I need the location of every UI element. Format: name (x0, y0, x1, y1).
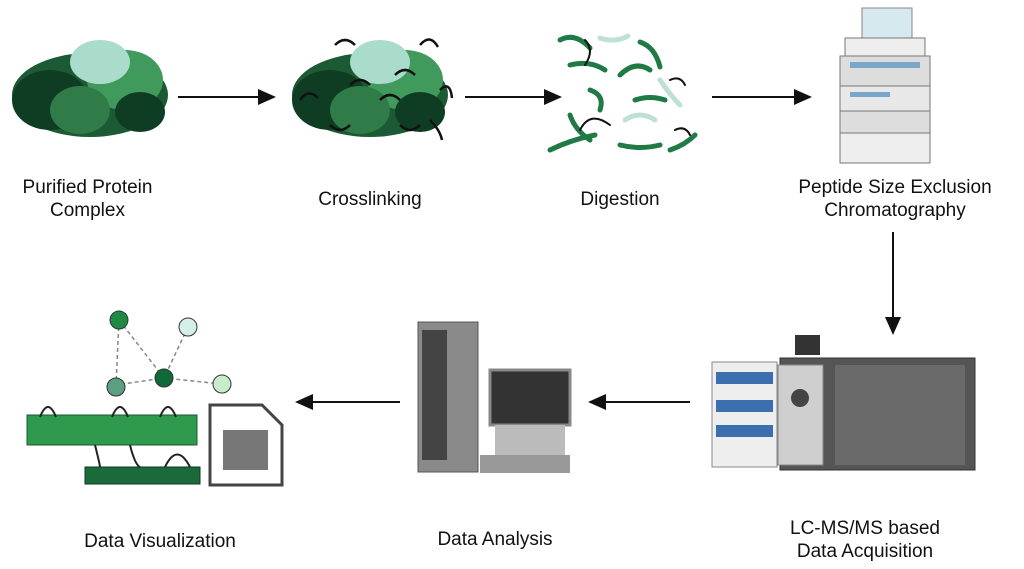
lc-ms-instrument-illustration (711, 335, 976, 471)
label-line: Chromatography (824, 200, 966, 221)
step-label-data-visualization: Data Visualization (84, 531, 236, 552)
crosslinked-complex-illustration (292, 38, 454, 141)
data-visualization-illustration (26, 310, 284, 487)
label-line: LC-MS/MS based (790, 518, 940, 539)
label-line: Data Acquisition (796, 541, 934, 562)
flow-arrows (178, 89, 901, 410)
hplc-instrument-illustration (839, 7, 931, 164)
step-label-digestion: Digestion (580, 189, 660, 210)
step-label-data-analysis: Data Analysis (437, 529, 553, 550)
label-line: Complex (50, 200, 125, 221)
digested-peptides-illustration (547, 33, 698, 153)
label-line: Peptide Size Exclusion (798, 177, 992, 198)
protein-complex-illustration (12, 40, 168, 137)
step-label-crosslinking: Crosslinking (318, 189, 422, 210)
computer-illustration (417, 321, 572, 473)
label-line: Purified Protein (22, 177, 153, 198)
